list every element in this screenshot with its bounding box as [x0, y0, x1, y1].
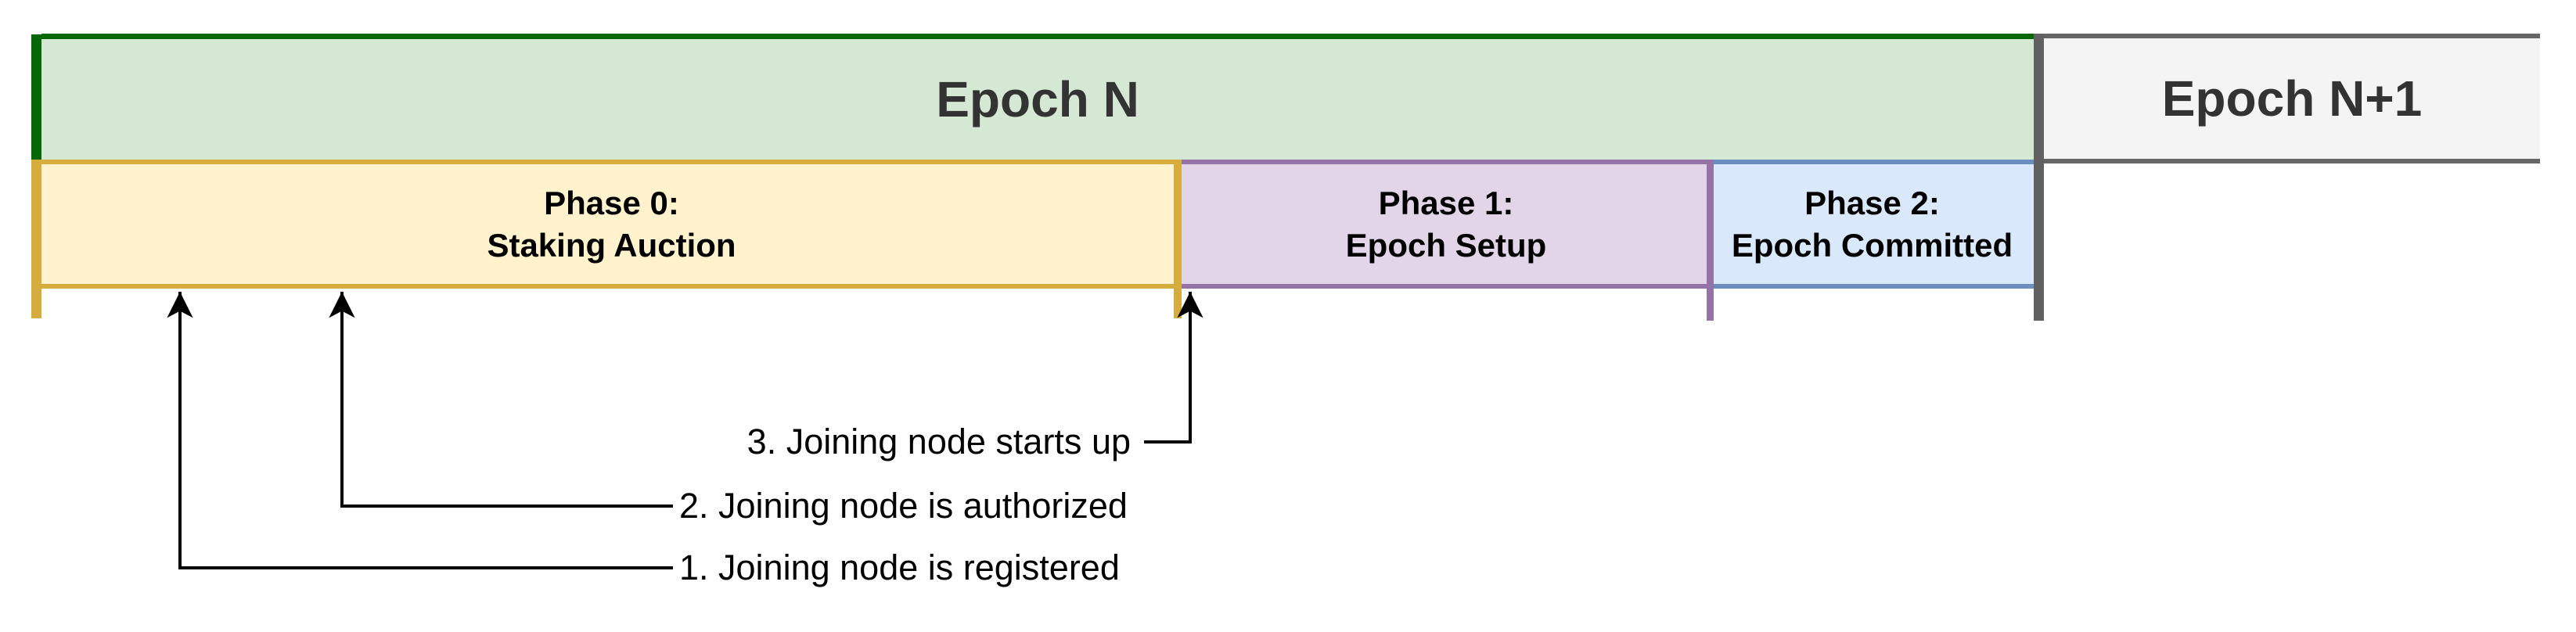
epoch-n-plus-1-label: Epoch N+1 [2161, 70, 2423, 127]
phase-0-start-marker [31, 160, 41, 318]
epoch-n-plus-1-box: Epoch N+1 [2044, 34, 2540, 163]
epoch-n-box: Epoch N [41, 34, 2034, 160]
phase-2-subtitle: Epoch Committed [1731, 226, 2013, 264]
phase-0-box: Phase 0: Staking Auction [41, 160, 1182, 289]
phase-1-title: Phase 1: [1378, 184, 1514, 221]
annotation-node-starts-up: 3. Joining node starts up [747, 422, 1131, 461]
arrow-node-registered [167, 292, 673, 569]
phase-0-subtitle: Staking Auction [487, 226, 736, 264]
phase-1-end-marker [1707, 160, 1714, 321]
annotation-node-registered: 1. Joining node is registered [679, 548, 1120, 587]
phase-0-title: Phase 0: [544, 184, 679, 221]
arrow-node-starts-up [1144, 292, 1203, 443]
phase-1-subtitle: Epoch Setup [1345, 226, 1547, 264]
epoch-boundary-bar [2034, 34, 2044, 321]
arrow-node-authorized [329, 292, 673, 508]
phase-2-box: Phase 2: Epoch Committed [1711, 160, 2034, 289]
epoch-n-label: Epoch N [936, 71, 1139, 127]
phase-0-end-marker [1174, 160, 1182, 318]
annotation-node-authorized: 2. Joining node is authorized [679, 486, 1128, 526]
phase-2-title: Phase 2: [1804, 184, 1940, 221]
phase-1-box: Phase 1: Epoch Setup [1182, 160, 1711, 289]
epoch-n-start-marker [31, 34, 41, 160]
